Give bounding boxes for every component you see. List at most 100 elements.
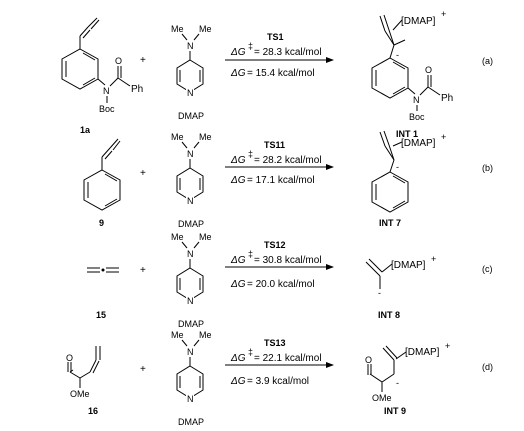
boc-label: Boc [99,104,115,114]
product-label: INT 7 [379,218,401,228]
activation-energy-symbol: ΔG [230,47,246,58]
oxygen-atom: O [425,65,432,75]
transition-state-label: TS13 [264,338,286,348]
dmap-label: DMAP [178,319,204,329]
molecule-1a: N O Ph Boc 1a [61,17,143,135]
transition-state-label: TS12 [264,240,286,250]
double-dagger: ‡ [248,149,253,159]
molecule-16: O OMe 16 [66,346,101,416]
nitrogen-atom: N [187,149,194,159]
methyl-label: Me [199,330,212,340]
activation-energy-value: = 30.8 kcal/mol [254,255,322,266]
methyl-label: Me [171,232,184,242]
plus-sign: + [140,168,146,179]
reaction-tag: (b) [482,163,493,173]
plus-sign: + [140,55,146,66]
phenyl-label: Ph [441,93,453,104]
phenyl-label: Ph [131,84,143,95]
molecule-9: 9 [83,138,121,228]
plus-charge: + [431,254,436,264]
methoxy-label: OMe [70,389,90,399]
activation-energy-value: = 22.1 kcal/mol [254,353,322,364]
methoxy-label: OMe [372,393,392,403]
dmap-fragment: [DMAP] [405,347,440,358]
dmap-fragment: [DMAP] [401,138,436,149]
double-dagger: ‡ [248,347,253,357]
activation-energy-value: = 28.2 kcal/mol [254,155,322,166]
reaction-energy-value: = 15.4 kcal/mol [247,68,315,79]
reaction-tag: (c) [482,264,493,274]
methyl-label: Me [171,330,184,340]
plus-charge: + [441,132,446,142]
molecule-15: 15 [87,267,119,320]
nitrogen-atom: N [187,249,194,259]
reaction-tag: (a) [482,56,493,66]
boc-label: Boc [409,112,425,122]
oxygen-atom: O [66,353,73,363]
nitrogen-atom: N [103,86,110,96]
reaction-energy-symbol: ΔG [230,175,246,186]
dmap-fragment: [DMAP] [401,16,436,27]
reaction-d: O OMe 16 + Me Me N N DMAP TS13 ΔG ‡ [66,330,493,427]
product-label: INT 8 [378,310,400,320]
reaction-b: 9 + Me Me N N DMAP TS11 ΔG ‡ = 28.2 kcal… [83,130,493,229]
transition-state-label: TS11 [264,140,285,150]
reaction-energy-value: = 3.9 kcal/mol [247,376,309,387]
intermediate-int1: - [DMAP] + N O Ph Boc INT 1 [371,9,453,139]
reaction-energy-value: = 20.0 kcal/mol [247,279,315,290]
plus-charge: + [441,9,446,19]
reactant-label: 9 [99,218,104,228]
reaction-a: N O Ph Boc 1a + Me Me N N DMAP [61,9,493,139]
reaction-energy-value: = 17.1 kcal/mol [247,175,315,186]
pyridine-nitrogen: N [187,394,194,404]
double-dagger: ‡ [248,249,253,259]
plus-sign: + [140,265,146,276]
plus-charge: + [445,341,450,351]
methyl-label: Me [171,24,184,34]
dmap-label: DMAP [178,219,204,229]
activation-energy-symbol: ΔG [230,353,246,364]
molecule-dmap: Me Me N N DMAP [171,24,212,121]
reaction-energy-symbol: ΔG [230,376,246,387]
double-dagger: ‡ [248,41,253,51]
reactant-label: 1a [80,125,91,135]
reaction-energy-symbol: ΔG [230,68,246,79]
reaction-energy-symbol: ΔG [230,279,246,290]
nitrogen-atom: N [187,347,194,357]
activation-energy-symbol: ΔG [230,255,246,266]
pyridine-nitrogen: N [187,196,194,206]
pyridine-nitrogen: N [187,88,194,98]
dmap-fragment: [DMAP] [391,260,426,271]
molecule-dmap: Me Me N N DMAP [171,232,212,329]
reactant-label: 16 [88,406,98,416]
molecule-dmap: Me Me N N DMAP [171,132,212,229]
methyl-label: Me [199,24,212,34]
minus-charge: - [378,288,381,298]
dmap-label: DMAP [178,111,204,121]
intermediate-int8: - [DMAP] + INT 8 [365,254,436,320]
reactant-label: 15 [96,310,106,320]
methyl-label: Me [199,132,212,142]
dmap-label: DMAP [178,417,204,427]
activation-energy-value: = 28.3 kcal/mol [254,47,322,58]
minus-charge: - [396,162,399,172]
product-label: INT 1 [396,129,418,139]
intermediate-int9: O OMe - [DMAP] + INT 9 [365,341,450,416]
molecule-dmap: Me Me N N DMAP [171,330,212,427]
oxygen-atom: O [115,56,122,66]
minus-charge: - [396,378,399,388]
transition-state-label: TS1 [267,32,284,42]
oxygen-atom: O [365,355,372,365]
minus-charge: - [396,50,399,60]
intermediate-int7: - [DMAP] + INT 7 [371,130,446,228]
product-label: INT 9 [384,406,406,416]
methyl-label: Me [171,132,184,142]
methyl-label: Me [199,232,212,242]
nitrogen-atom: N [413,95,420,105]
pyridine-nitrogen: N [187,296,194,306]
reaction-tag: (d) [482,362,493,372]
nitrogen-atom: N [187,41,194,51]
activation-energy-symbol: ΔG [230,155,246,166]
reaction-c: 15 + Me Me N N DMAP TS12 ΔG ‡ = 30.8 kca… [87,232,493,329]
